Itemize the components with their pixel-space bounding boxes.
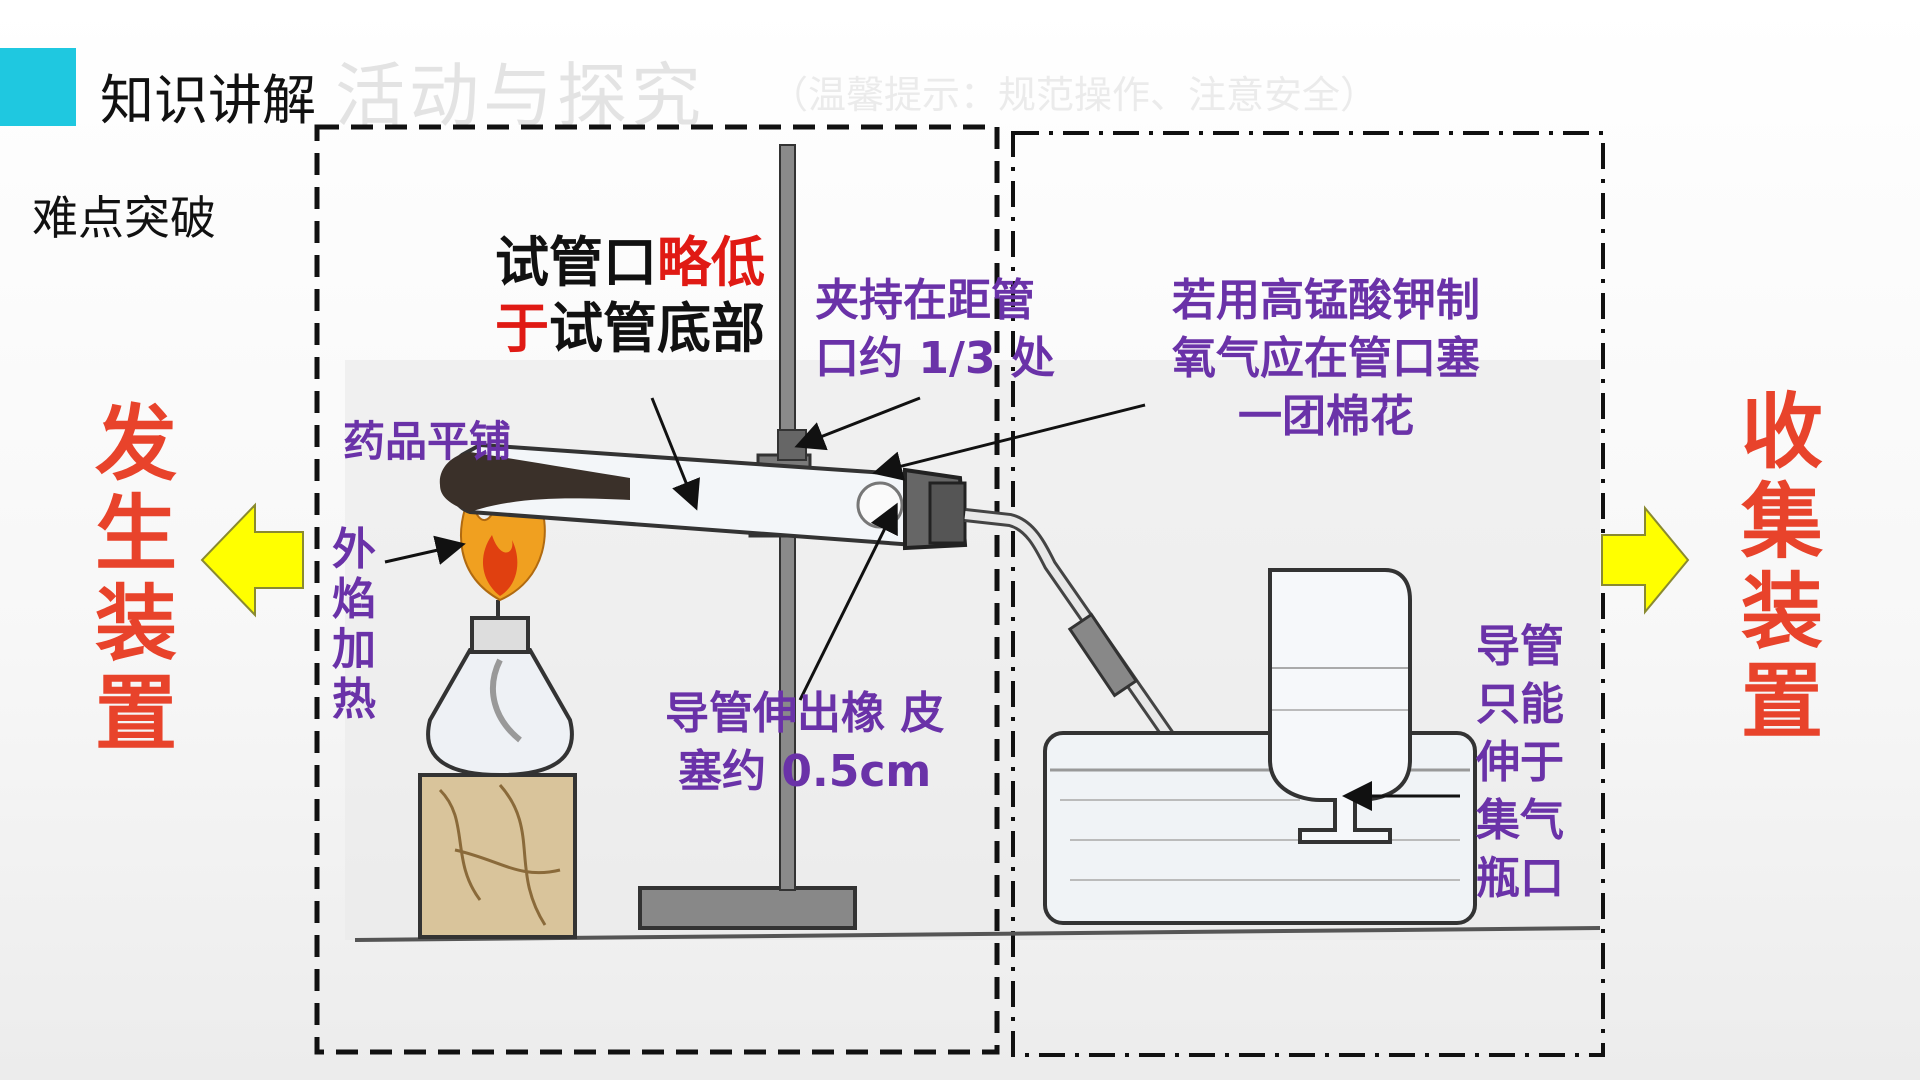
pipe-note-line-2: 塞约 0.5cm <box>678 746 932 797</box>
tube-mouth-text-1: 试管口 <box>495 231 657 294</box>
tube-mouth-text-2: 略低 <box>657 231 765 294</box>
clamp-note-line-2: 口约 1/3 处 <box>815 333 1055 384</box>
cotton-plug <box>856 481 904 529</box>
tube-mouth-note: 试管口略低 于试管底部 <box>495 230 765 362</box>
stand-base <box>638 886 857 930</box>
wooden-block <box>418 773 577 939</box>
arrow-clamp <box>794 396 921 451</box>
cotton-note: 若用高锰酸钾制 氧气应在管口塞 一团棉花 <box>1172 272 1480 446</box>
tube-mouth-text-3: 于 <box>495 297 549 360</box>
generator-dashed-box <box>314 124 1000 1055</box>
arrow-flame <box>384 535 466 565</box>
flame-note: 外焰加热 <box>332 524 376 725</box>
pipe-note-line-1: 导管伸出橡 皮 <box>665 688 945 739</box>
page-title: 知识讲解 <box>100 69 316 132</box>
right-yellow-arrow <box>1601 505 1690 615</box>
cotton-note-line-1: 若用高锰酸钾制 <box>1172 275 1480 326</box>
chemical-powder <box>439 452 630 512</box>
arrow-cotton <box>872 403 1146 481</box>
arrow-pipe <box>798 502 898 701</box>
clamp-note-line-1: 夹持在距管 <box>815 275 1035 326</box>
clamp-note: 夹持在距管 口约 1/3 处 <box>815 272 1055 388</box>
tube-mouth-text-4: 试管底部 <box>549 297 765 360</box>
left-yellow-arrow <box>200 502 304 618</box>
lamp-cap <box>470 616 530 654</box>
collector-label: 收集装置 <box>1740 385 1823 750</box>
watermark-subtitle: （温馨提示：规范操作、注意安全） <box>770 73 1379 117</box>
watermark-title: 活动与探究 <box>335 55 705 137</box>
pipe-note: 导管伸出橡 皮 塞约 0.5cm <box>665 685 944 801</box>
cotton-note-line-2: 氧气应在管口塞 <box>1172 333 1480 384</box>
cotton-note-line-3: 一团棉花 <box>1238 391 1414 442</box>
bottle-note: 导管只能伸于集气瓶口 <box>1476 621 1564 904</box>
generator-label: 发生装置 <box>94 397 177 762</box>
section-title: 难点突破 <box>32 191 216 245</box>
header-accent-bar <box>0 48 76 126</box>
arrow-tube-mouth <box>650 397 700 511</box>
drug-note: 药品平铺 <box>343 417 512 466</box>
collector-dashed-box <box>1011 131 1605 1057</box>
